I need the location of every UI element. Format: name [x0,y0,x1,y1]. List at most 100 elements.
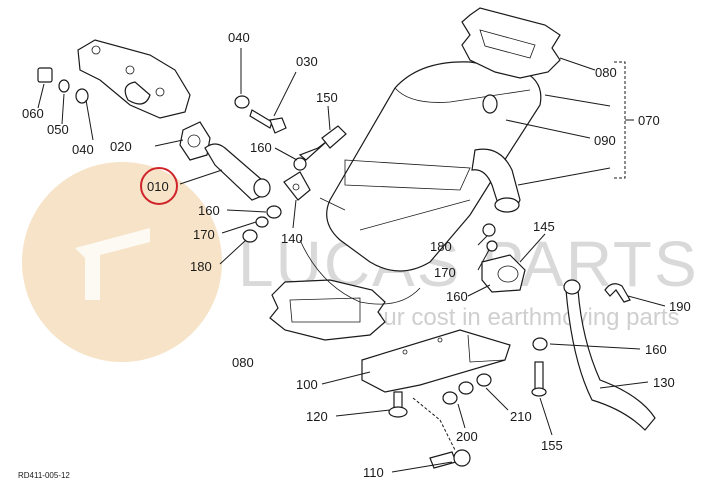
callout-100: 100 [296,377,318,392]
callout-180-b: 180 [430,239,452,254]
leader-080-top [559,57,596,71]
leader-090 [505,119,591,139]
bolt-110-head [453,449,471,467]
clamp-145 [481,254,526,293]
leader-210 [485,387,509,411]
leader-170-b [477,249,490,271]
leader-060 [37,83,45,109]
hose-130-clamp [563,279,581,295]
callout-040-top: 040 [228,30,250,45]
washer-050 [58,79,70,93]
watermark-logo-mark [75,228,150,300]
callout-130: 130 [653,375,675,390]
manifold-body [77,39,191,119]
callout-040-left: 040 [72,142,94,157]
leader-110 [391,461,453,473]
leader-180-b [477,235,488,246]
nut-200-a [442,391,458,405]
bolt-150-head [321,125,347,149]
callout-labels: 040 030 150 160 020 010 160 170 180 140 … [22,30,691,480]
bolt-155-head [531,387,547,397]
washer-170-a [255,216,269,228]
clip-190 [604,283,631,303]
leader-200 [457,403,466,429]
clamp-145-ring [497,265,519,283]
washer-160-a [293,157,307,171]
callout-080-top: 080 [595,65,617,80]
leader-100 [321,371,371,385]
muffler-top-seam [394,87,531,103]
leader-145 [519,233,546,263]
bracket-hole [437,337,443,343]
callout-160-b: 160 [198,203,220,218]
leader-120 [335,409,391,417]
callout-210: 210 [510,409,532,424]
watermark-logo-circle [22,162,222,362]
lower-bracket-inner [289,297,361,323]
muffler-inlet-port [482,94,498,114]
callout-170-b: 170 [434,265,456,280]
pipe-010-end [253,178,271,198]
washer-040-b [234,95,250,109]
manifold-port [155,87,165,97]
bracket-140 [283,171,311,201]
callout-140: 140 [281,231,303,246]
leader-030 [273,71,297,117]
leader-040-left [85,99,94,141]
bracket-070 [614,61,626,179]
callout-110: 110 [363,465,384,480]
leader-lines [37,48,666,473]
lower-bracket-080 [269,279,386,341]
leader-150 [327,105,331,131]
bolt-120-head [388,406,408,418]
washer-170-b [486,240,498,252]
leader-dash-b [439,419,456,451]
callout-050: 050 [47,122,69,137]
muffler-body [326,61,542,272]
leader-190 [627,295,666,307]
upper-bracket-080 [461,7,561,79]
callout-190: 190 [669,299,691,314]
exhaust-manifold [77,39,191,119]
bracket-hole [402,349,408,355]
callout-080-bottom: 080 [232,355,254,370]
callout-010: 010 [147,179,169,194]
washer-160-d [532,337,548,351]
nut-060 [37,67,53,83]
muffler-seam [359,199,471,231]
leader-170-a [221,221,257,234]
leader-dash-a [412,397,441,421]
callout-155: 155 [541,438,563,453]
callout-090: 090 [594,133,616,148]
leader-020 [154,139,184,147]
callout-170-a: 170 [193,227,215,242]
highlight-circle [140,167,178,205]
callout-070: 070 [638,113,660,128]
leader-155 [539,397,553,436]
leader-050 [61,93,65,125]
leader-070-b [517,167,611,186]
washer-160-b [266,205,282,219]
callout-180-a: 180 [190,259,212,274]
leader-130 [599,381,649,389]
bolt-030-shank [249,109,273,129]
leader-160-a [274,147,298,161]
nut-180-a [242,229,258,243]
muffler-outlet-end [494,197,520,213]
callout-160-d: 160 [645,342,667,357]
leader-010 [179,169,223,185]
gasket-020 [179,121,211,161]
callout-020: 020 [110,139,132,154]
leader-070-a [544,94,611,107]
nut-200-b [458,381,474,395]
callout-060: 060 [22,106,44,121]
washer-040 [75,88,89,104]
bolt-110 [429,451,457,469]
callout-160-a: 160 [250,140,272,155]
drawing-reference: RD411-005-12 [18,471,70,480]
callout-030: 030 [296,54,318,69]
leader-140 [292,199,297,229]
manifold-port [125,65,135,75]
bolt-150-shank [298,141,327,161]
bracket-140-hole [292,183,300,191]
